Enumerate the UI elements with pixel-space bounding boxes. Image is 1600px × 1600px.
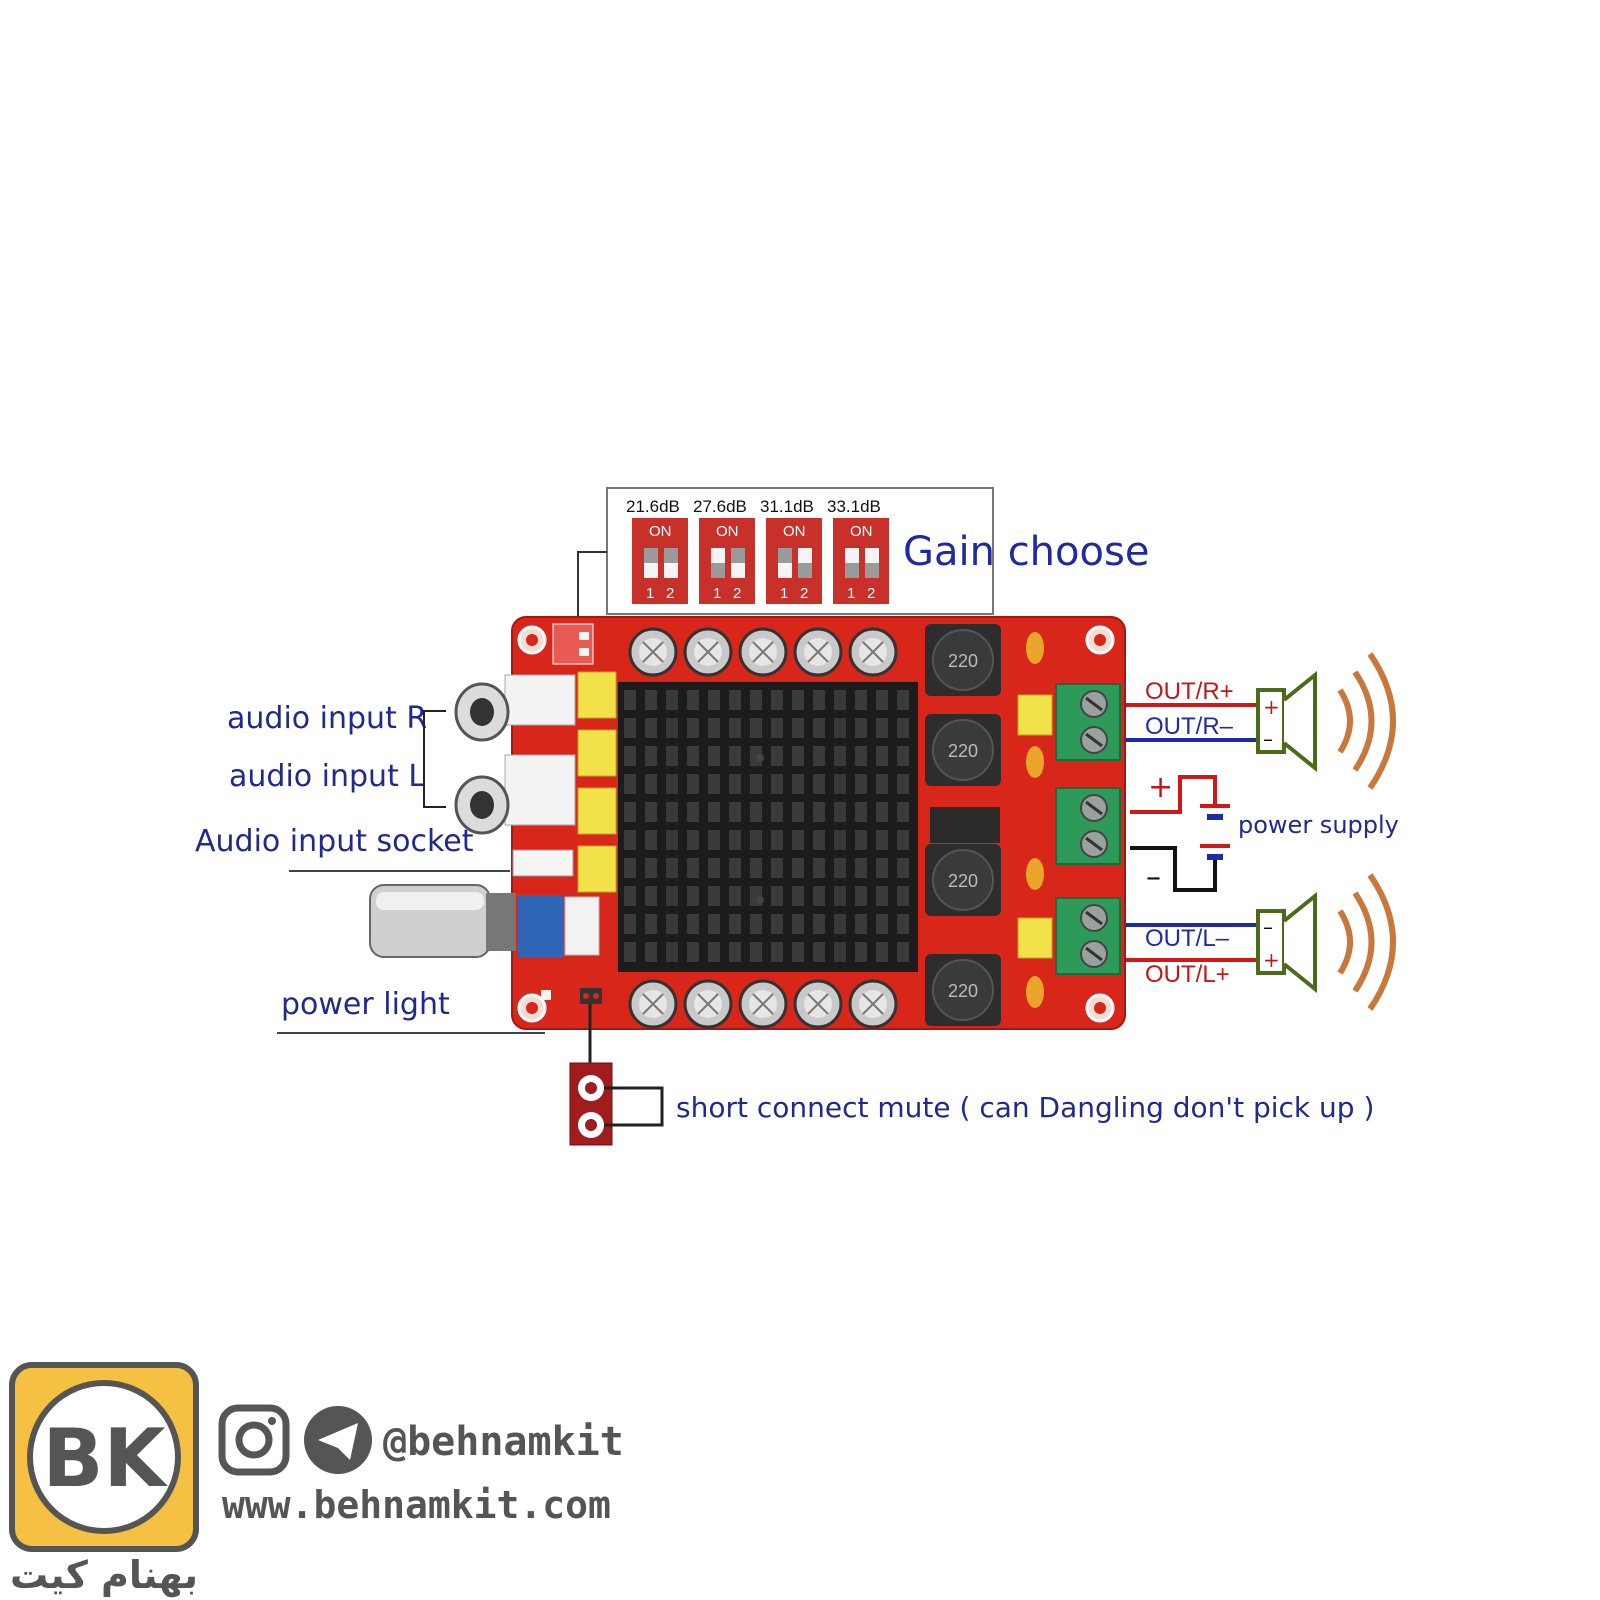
dip-switch-on-label: ON (649, 523, 672, 540)
electrolytic-capacitor (738, 979, 788, 1029)
footer-branding: BK بهنام کیت @behnamkit www.behnamkit.co… (9, 1362, 624, 1598)
dip-switch-on-label: ON (783, 523, 806, 540)
small-caps-right (1017, 632, 1053, 1008)
mute-label: short connect mute ( can Dangling don't … (676, 1091, 1374, 1124)
electrolytic-capacitor (683, 979, 733, 1029)
gain-switch-db-label: 31.1dB (760, 497, 814, 516)
instagram-icon[interactable] (218, 1404, 290, 1476)
power-led (541, 990, 551, 1000)
electrolytic-capacitor (793, 979, 843, 1029)
out-r-plus-label: OUT/R+ (1145, 678, 1234, 705)
electrolytic-capacitor (683, 627, 733, 677)
audio-input-socket-label: Audio input socket (195, 824, 474, 859)
mute-header-board[interactable] (580, 988, 602, 1004)
audio-input-connector[interactable] (512, 849, 574, 877)
speaker-left-icon: – + (1256, 873, 1396, 1011)
inductor-label: 220 (948, 741, 978, 761)
dip-switch-on-label: ON (716, 523, 739, 540)
film-capacitors (577, 671, 617, 893)
speaker-left-plus: + (1263, 948, 1280, 972)
dip-switch-body (766, 518, 822, 604)
dip-switch-body (833, 518, 889, 604)
power-plus-sign: + (1148, 770, 1173, 805)
inductor-label: 220 (948, 871, 978, 891)
electrolytic-capacitor (628, 979, 678, 1029)
audio-input-r-label: audio input R (227, 701, 427, 736)
inductor: 220 (925, 624, 1001, 696)
electrolytic-capacitor (628, 627, 678, 677)
volume-knob[interactable] (369, 884, 600, 958)
rca-socket-left[interactable] (454, 754, 576, 835)
heatsink (618, 682, 918, 972)
speaker-left-minus: – (1263, 915, 1273, 939)
out-l-plus-label: OUT/L+ (1145, 961, 1230, 988)
inductor: 220 (925, 714, 1001, 786)
dip-switch-num-1: 1 (780, 585, 788, 602)
dip-switch-on-label: ON (850, 523, 873, 540)
website-url[interactable]: www.behnamkit.com (222, 1483, 611, 1527)
behnamkit-logo: BK (9, 1362, 199, 1552)
terminal-blocks (1055, 683, 1121, 975)
electrolytic-capacitor (848, 627, 898, 677)
right-outputs: OUT/R+ OUT/R– OUT/L– OUT/L+ + – – + (1126, 652, 1399, 1011)
gain-switch-db-label: 21.6dB (626, 497, 680, 516)
out-r-minus-label: OUT/R– (1145, 713, 1234, 740)
power-light-label: power light (281, 987, 450, 1022)
electrolytic-capacitor (848, 979, 898, 1029)
rca-socket-right[interactable] (454, 674, 576, 742)
electrolytic-capacitor (793, 627, 843, 677)
electrolytic-capacitor (738, 627, 788, 677)
mounting-holes (517, 625, 1115, 1023)
inductor-label: 220 (948, 981, 978, 1001)
mute-connector: short connect mute ( can Dangling don't … (569, 1004, 1374, 1146)
out-l-minus-label: OUT/L– (1145, 925, 1230, 952)
dip-switch-num-2: 2 (666, 585, 674, 602)
brand-persian-text: بهنام کیت (10, 1553, 198, 1598)
inductor: 220 (925, 954, 1001, 1026)
screw-terminal[interactable] (1055, 897, 1121, 975)
speaker-right-icon: + – (1256, 652, 1396, 790)
capacitors-top (628, 627, 898, 677)
dip-switch-num-1: 1 (713, 585, 721, 602)
social-handle[interactable]: @behnamkit (383, 1419, 624, 1465)
dip-switch-body (632, 518, 688, 604)
screw-terminal[interactable] (1055, 787, 1121, 865)
inductor: 220 (925, 844, 1001, 916)
gain-switch-db-label: 27.6dB (693, 497, 747, 516)
telegram-icon[interactable] (304, 1406, 372, 1474)
audio-input-l-label: audio input L (229, 759, 425, 794)
dip-switch-num-2: 2 (733, 585, 741, 602)
dip-switch-num-2: 2 (867, 585, 875, 602)
speaker-right-plus: + (1263, 695, 1280, 719)
speaker-right-minus: – (1263, 727, 1273, 751)
inductors: 220 220 220 220 (925, 624, 1001, 1026)
inductor-label: 220 (948, 651, 978, 671)
amplifier-board: 220 220 220 220 (369, 616, 1126, 1030)
diode (930, 807, 1000, 843)
power-supply: + – power supply (1130, 770, 1399, 895)
dip-switch-num-2: 2 (800, 585, 808, 602)
power-minus-sign: – (1146, 860, 1161, 895)
board-gain-switch[interactable] (552, 623, 594, 665)
logo-letters: BK (43, 1412, 169, 1505)
dip-switch-num-1: 1 (646, 585, 654, 602)
gain-switch-db-label: 33.1dB (827, 497, 881, 516)
screw-terminal[interactable] (1055, 683, 1121, 761)
dip-switch-body (699, 518, 755, 604)
capacitors-bottom (628, 979, 898, 1029)
gain-choose-label: Gain choose (903, 529, 1149, 575)
dip-switch-num-1: 1 (847, 585, 855, 602)
left-labels: audio input R audio input L Audio input … (195, 701, 545, 1034)
power-supply-label: power supply (1238, 811, 1399, 839)
